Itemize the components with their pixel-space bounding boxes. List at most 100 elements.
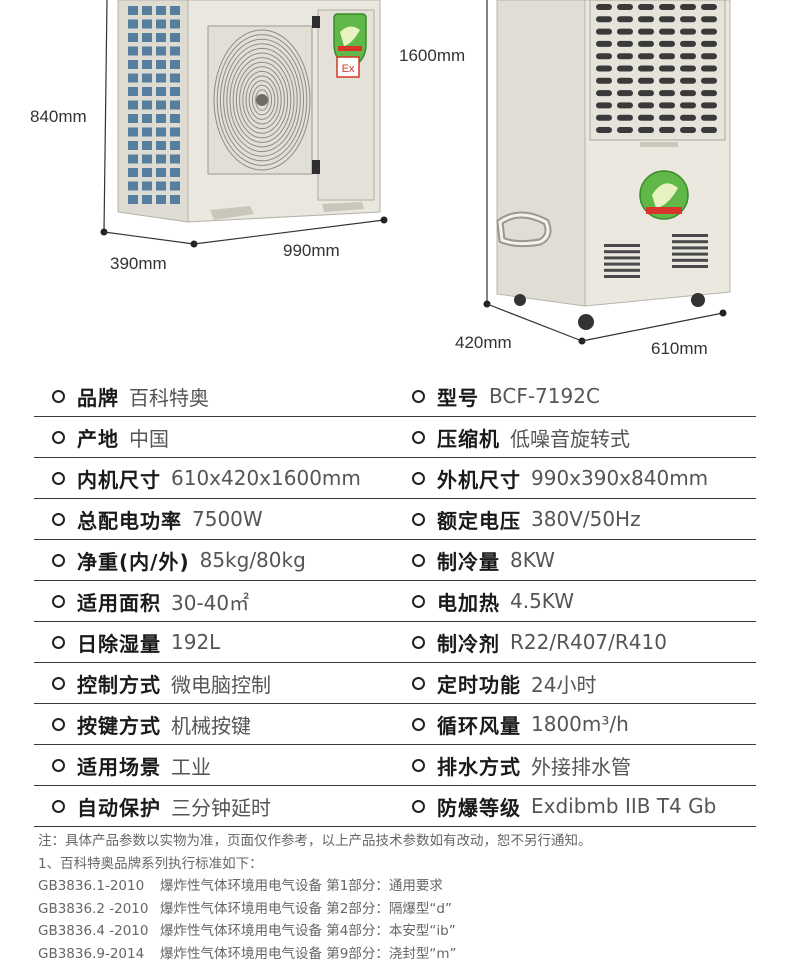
spec-value: 85kg/80kg — [199, 548, 306, 572]
bullet-circle-icon — [412, 430, 425, 444]
bullet-circle-icon — [412, 512, 425, 526]
standard-item: GB3836.1-2010 爆炸性气体环境用电气设备 第1部分：通用要求 — [38, 875, 778, 898]
spec-label: 定时功能 — [437, 672, 521, 697]
spec-value: 机械按键 — [171, 713, 251, 738]
spec-label: 适用场景 — [77, 754, 161, 779]
spec-label: 外机尺寸 — [437, 467, 521, 492]
outdoor-depth-label: 390mm — [110, 254, 167, 273]
bullet-circle-icon — [52, 389, 65, 403]
standard-item: GB3836.2 -2010 爆炸性气体环境用电气设备 第2部分：隔爆型“d” — [38, 898, 778, 921]
disclaimer-note: 注：具体产品参数以实物为准，页面仅作参考，以上产品技术参数如有改动，恕不另行通知… — [38, 833, 592, 849]
spec-value: 外接排水管 — [531, 754, 631, 779]
bullet-circle-icon — [412, 635, 425, 649]
spec-value: 610x420x1600mm — [171, 466, 361, 490]
spec-label: 按键方式 — [77, 713, 161, 738]
spec-value: 30-40㎡ — [171, 590, 250, 615]
spec-value: 7500W — [192, 507, 263, 531]
badge-ex-label: Ex — [342, 63, 355, 75]
bullet-circle-icon — [52, 635, 65, 649]
spec-label: 制冷量 — [437, 549, 500, 574]
notes-section: 注：具体产品参数以实物为准，页面仅作参考，以上产品技术参数如有改动，恕不另行通知… — [38, 830, 778, 965]
spec-value: 百科特奥 — [129, 385, 209, 410]
standard-description: 爆炸性气体环境用电气设备 第2部分：隔爆型“d” — [160, 900, 452, 917]
spec-value: 380V/50Hz — [531, 507, 641, 531]
indoor-height-label: 1600mm — [399, 46, 466, 65]
bullet-circle-icon — [52, 594, 65, 608]
spec-value: R22/R407/R410 — [510, 630, 667, 654]
bullet-circle-icon — [52, 512, 65, 526]
indoor-unit-image — [483, 0, 731, 345]
spec-row: 品牌百科特奥 型号 BCF-7192C — [34, 376, 756, 417]
spec-value: 4.5KW — [510, 589, 574, 613]
standard-description: 爆炸性气体环境用电气设备 第4部分：本安型“ib” — [160, 923, 456, 939]
spec-item: 总配电功率 7500W — [52, 499, 263, 539]
certification-badge — [333, 13, 367, 78]
spec-label: 排水方式 — [437, 754, 521, 779]
standard-description: 爆炸性气体环境用电气设备 第9部分：浇封型“m” — [160, 945, 457, 962]
spec-label: 总配电功率 — [77, 508, 182, 533]
spec-item: 电加热 4.5KW — [412, 581, 574, 621]
spec-label: 适用面积 — [77, 590, 161, 615]
spec-value: 192L — [171, 630, 221, 654]
spec-value: Exdibmb IIB T4 Gb — [531, 794, 717, 818]
spec-row: 适用面积 30-40㎡ 电加热 4.5KW — [34, 581, 756, 622]
spec-item: 排水方式外接排水管 — [412, 745, 631, 785]
bullet-circle-icon — [412, 594, 425, 608]
bullet-circle-icon — [412, 676, 425, 690]
bullet-circle-icon — [52, 676, 65, 690]
indoor-width-label: 610mm — [651, 339, 708, 358]
spec-label: 循环风量 — [437, 713, 521, 738]
spec-item: 适用场景工业 — [52, 745, 211, 785]
bullet-circle-icon — [52, 430, 65, 444]
outdoor-height-label: 840mm — [30, 107, 87, 126]
spec-row: 适用场景工业 排水方式外接排水管 — [34, 745, 756, 786]
spec-value: 低噪音旋转式 — [510, 426, 630, 451]
spec-label: 产地 — [77, 426, 119, 451]
standard-description: 爆炸性气体环境用电气设备 第1部分：通用要求 — [160, 878, 443, 894]
spec-item: 型号 BCF-7192C — [412, 376, 600, 416]
bullet-circle-icon — [412, 553, 425, 567]
spec-value: 微电脑控制 — [171, 672, 271, 697]
bullet-circle-icon — [52, 799, 65, 813]
spec-label: 型号 — [437, 385, 479, 410]
spec-item: 品牌百科特奥 — [52, 376, 209, 416]
spec-label: 压缩机 — [437, 426, 500, 451]
spec-item: 按键方式机械按键 — [52, 704, 251, 744]
spec-label: 品牌 — [77, 385, 119, 410]
standard-code: GB3836.2 -2010 — [38, 900, 149, 917]
spec-item: 控制方式微电脑控制 — [52, 663, 271, 703]
outdoor-unit-image — [100, 0, 388, 248]
indoor-depth-label: 420mm — [455, 333, 512, 352]
spec-item: 内机尺寸 610x420x1600mm — [52, 458, 361, 498]
spec-value: 中国 — [129, 426, 169, 451]
standard-code: GB3836.1-2010 — [38, 878, 145, 894]
spec-item: 自动保护三分钟延时 — [52, 786, 271, 826]
spec-item: 制冷量 8KW — [412, 540, 555, 580]
indoor-certification-badge — [639, 170, 689, 220]
spec-value: 24小时 — [531, 672, 597, 697]
spec-value: BCF-7192C — [489, 384, 600, 408]
spec-row: 控制方式微电脑控制 定时功能 24小时 — [34, 663, 756, 704]
spec-item: 产地中国 — [52, 417, 169, 457]
standards-intro: 1、百科特奥品牌系列执行标准如下： — [38, 855, 263, 872]
spec-label: 电加热 — [437, 590, 500, 615]
standard-item: GB3836.9-2014 爆炸性气体环境用电气设备 第9部分：浇封型“m” — [38, 943, 778, 965]
standard-code: GB3836.9-2014 — [38, 945, 145, 962]
bullet-circle-icon — [52, 471, 65, 485]
spec-label: 内机尺寸 — [77, 467, 161, 492]
bullet-circle-icon — [52, 758, 65, 772]
spec-value: 8KW — [510, 548, 555, 572]
spec-label: 自动保护 — [77, 795, 161, 820]
bullet-circle-icon — [52, 553, 65, 567]
spec-table: 品牌百科特奥 型号 BCF-7192C 产地中国 压缩机低噪音旋转式内机尺寸 610x42… — [34, 376, 756, 827]
product-illustration: Ex — [100, 0, 731, 345]
